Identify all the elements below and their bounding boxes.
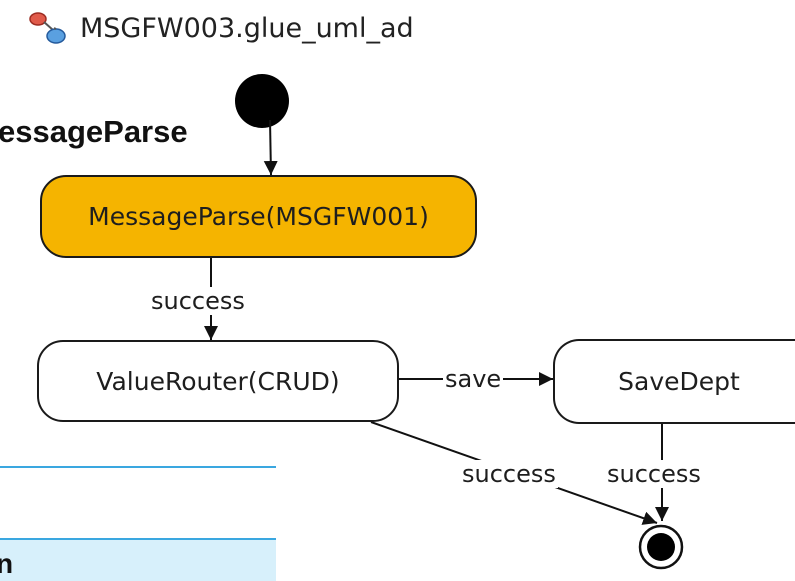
node-save-dept-label: SaveDept: [618, 367, 740, 396]
start-edge: [263, 119, 278, 176]
node-value-router-label: ValueRouter(CRUD): [96, 366, 340, 396]
edge-label-save: save: [443, 365, 504, 393]
node-save-dept[interactable]: SaveDept: [553, 339, 795, 424]
side-label: essageParse: [0, 114, 188, 149]
panel-row-text: n: [0, 548, 14, 579]
panel-divider: [0, 466, 276, 468]
edge-label-parse-success: success: [149, 287, 247, 315]
node-message-parse-label: MessageParse(MSGFW001): [88, 202, 429, 231]
edge-label-save-success: success: [605, 460, 703, 488]
node-value-router[interactable]: ValueRouter(CRUD): [37, 340, 399, 422]
final-node[interactable]: [638, 524, 684, 570]
node-message-parse[interactable]: MessageParse(MSGFW001): [40, 175, 477, 258]
edge-label-router-success: success: [460, 460, 558, 488]
uml-activity-diagram-icon: [26, 8, 70, 48]
diagram-title-text: MSGFW003.glue_uml_ad: [80, 12, 414, 44]
diagram-title[interactable]: MSGFW003.glue_uml_ad: [26, 8, 414, 48]
initial-node[interactable]: [235, 74, 289, 128]
selected-panel-row[interactable]: [0, 538, 276, 581]
